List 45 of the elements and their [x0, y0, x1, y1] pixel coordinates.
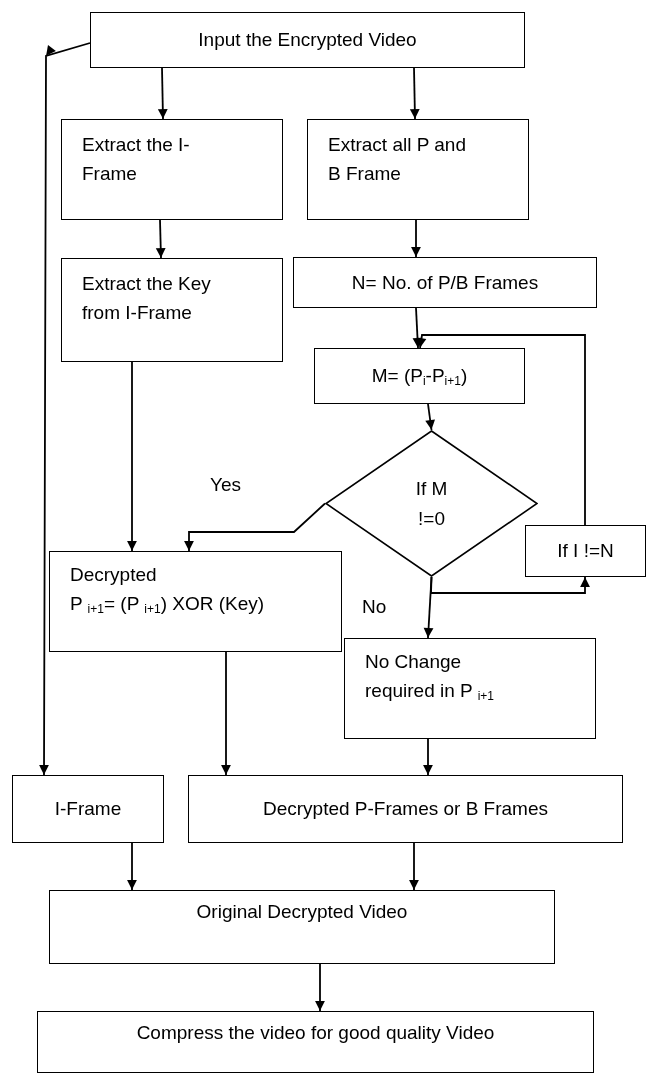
node-text: Decrypted: [70, 563, 157, 587]
arrow: [430, 576, 590, 594]
arrow: [221, 651, 231, 776]
node-text: Original Decrypted Video: [196, 900, 408, 924]
process-box: [61, 119, 283, 220]
arrow: [127, 361, 137, 552]
arrow: [423, 576, 434, 639]
process-box: [49, 890, 555, 964]
process-box: [49, 551, 342, 652]
arrow: [423, 738, 433, 776]
process-box: [188, 775, 623, 843]
node-text: Compress the video for good quality Video: [136, 1021, 495, 1045]
process-box: [37, 1011, 594, 1073]
process-box: [314, 348, 525, 404]
decision-diamond: [325, 430, 538, 577]
node-text: Decrypted P-Frames or B Frames: [262, 797, 549, 822]
node-text: N= No. of P/B Frames: [351, 270, 539, 295]
arrow: [155, 219, 166, 259]
node-text: If M !=0: [414, 477, 449, 531]
process-box: [293, 257, 597, 308]
node-text: Input the Encrypted Video: [198, 28, 417, 53]
arrow: [416, 334, 586, 526]
node-text: No Change required in P $_{i+1}$: [365, 650, 496, 706]
arrow: [157, 67, 168, 120]
node-text: Extract the I- Frame: [82, 133, 191, 187]
arrow: [409, 842, 419, 891]
arrow: [409, 67, 420, 120]
node-text: If I !=N: [557, 539, 614, 564]
process-box: [344, 638, 596, 739]
node-text: Extract all P and B Frame: [328, 133, 467, 187]
node-text: Extract the Key from I-Frame: [82, 272, 212, 326]
process-box: [12, 775, 164, 843]
node-text: P $_{i+1}$= (P $_{i+1}$) XOR (Key): [70, 592, 265, 619]
arrow: [411, 219, 421, 258]
node-text: M= (P$_{i}$-P$_{i+1}$): [371, 364, 468, 391]
arrow: [127, 842, 137, 891]
process-box: [307, 119, 529, 220]
arrow: [184, 502, 326, 552]
arrow: [315, 963, 325, 1012]
process-box: [61, 258, 283, 362]
node-text: I-Frame: [54, 797, 122, 822]
process-box: [90, 12, 525, 68]
arrow: [425, 403, 435, 431]
arrow: [39, 42, 91, 776]
process-box: [525, 525, 646, 577]
